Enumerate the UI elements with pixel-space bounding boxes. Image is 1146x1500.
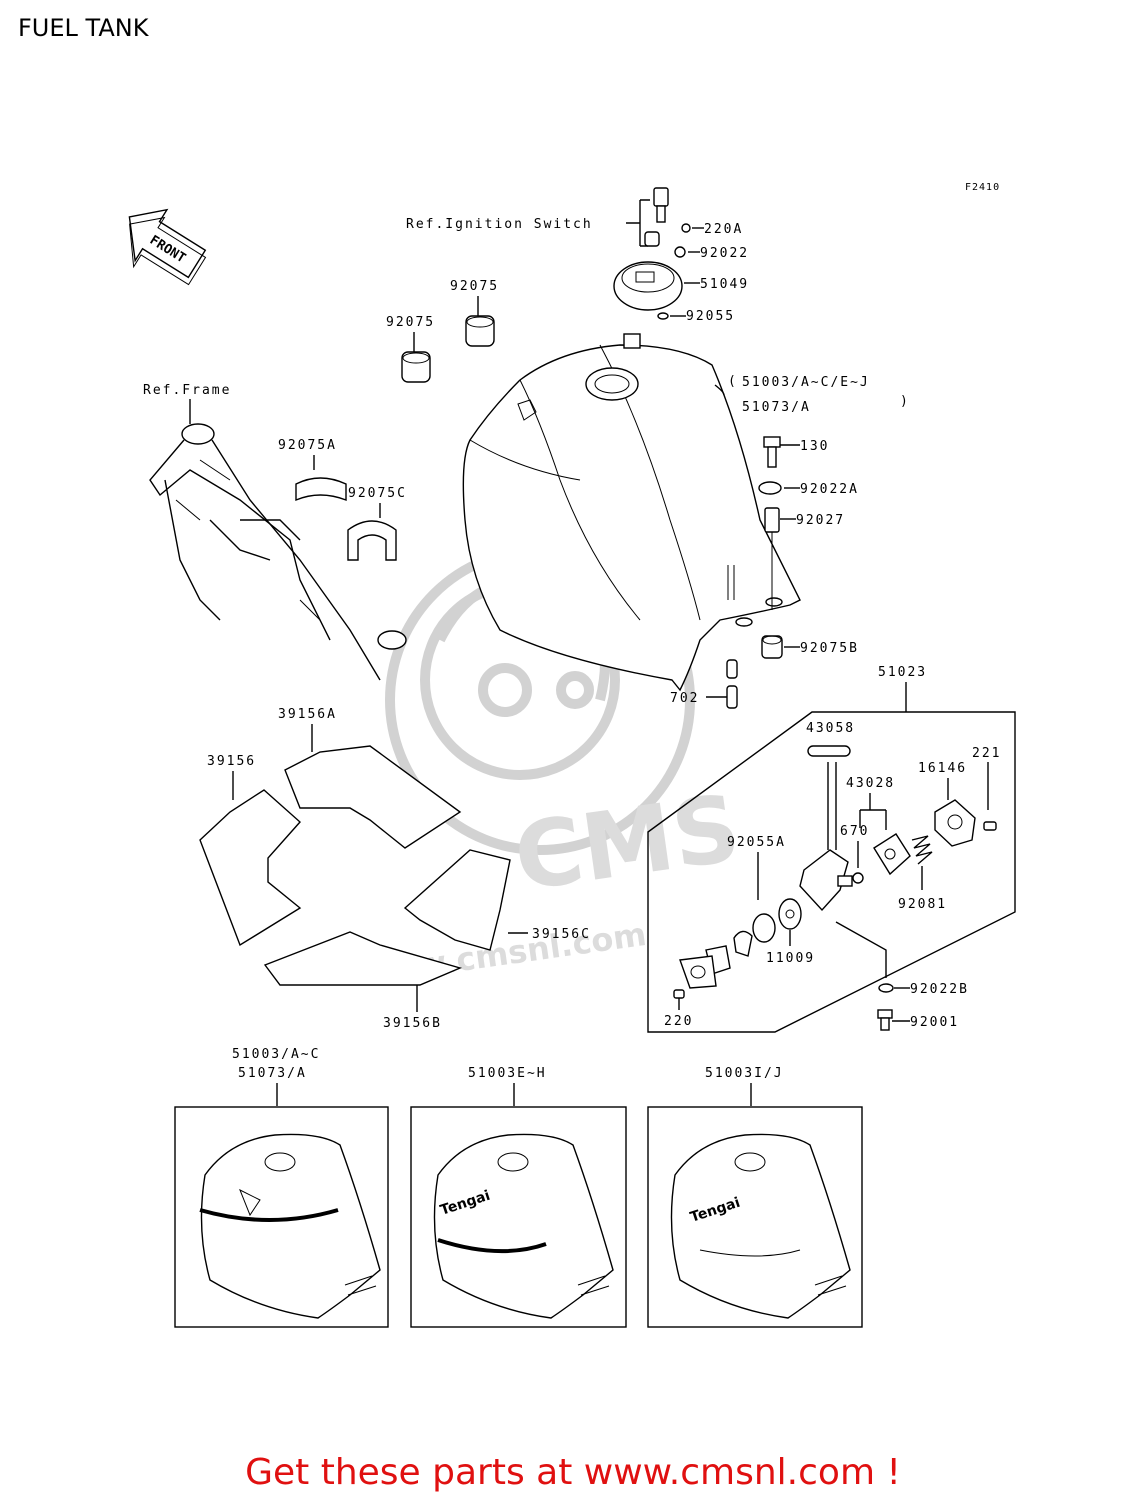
part-43028-diaphragm-icon [873,833,911,876]
part-92075A-rubber-icon [295,477,347,502]
part-label-51049: 51049 [700,277,749,292]
variant-2-line1: 51003E~H [468,1066,547,1081]
part-92055-icon [657,312,669,320]
figure-code: F2410 [965,182,1000,193]
tank-bracket-open: ( [728,374,738,389]
part-label-39156B: 39156B [383,1016,442,1031]
part-220-screw-icon [673,989,685,999]
part-51049-fuel-cap-icon [613,261,683,311]
part-label-92081: 92081 [898,897,947,912]
ignition-key-icon [644,187,669,247]
page-title: FUEL TANK [18,14,149,42]
variant-1-line1: 51003/A~C [232,1047,320,1062]
part-92081-spring-icon [911,835,933,865]
part-label-92075-a: 92075 [450,279,499,294]
frame-icon [149,423,407,681]
part-label-39156C: 39156C [532,927,591,942]
variant-panel-1: 51003/A~C 51073/A [174,1047,389,1328]
part-label-11009: 11009 [766,951,815,966]
part-label-16146: 16146 [918,761,967,776]
part-39156-sheet-icon [199,789,302,947]
part-43058-oring-icon [807,745,851,757]
part-92022B-washer-icon [878,983,894,993]
part-label-92075A: 92075A [278,438,337,453]
part-220A-icon [681,223,691,233]
part-label-702: 702 [670,691,699,706]
front-arrow: FRONT [128,208,207,286]
part-label-130: 130 [800,439,829,454]
variant-3-tank-icon: Tengai [670,1133,851,1319]
part-label-220: 220 [664,1014,693,1029]
part-92022-icon [674,246,686,258]
part-label-92001: 92001 [910,1015,959,1030]
part-label-51023: 51023 [878,665,927,680]
part-670-oring-icon [852,872,864,884]
part-label-92075-b: 92075 [386,315,435,330]
part-92075C-clamp-icon [347,520,397,561]
part-92022A-washer-icon [758,481,782,495]
part-92001-bolt-icon [877,1009,893,1031]
part-92055A-oring-icon [752,913,776,943]
fuel-cock-lever-icon [679,930,753,989]
variant-panel-2: 51003E~H Tengai [410,1066,627,1328]
tank-bracket-close: ) [900,394,910,409]
watermark-brand: CMS [508,774,746,911]
part-130-bolt-icon [763,436,781,468]
part-label-221: 221 [972,746,1001,761]
part-92075-grommet-icon-2 [401,351,431,383]
variant-1-tank-icon [199,1133,381,1319]
part-702-hose-icon [726,659,738,709]
part-label-tank-line1: 51003/A~C/E~J [742,375,870,390]
part-39156A-sheet-icon [284,745,462,849]
part-label-tank-line2: 51073/A [742,400,811,415]
fuel-cock-body-icon [799,762,853,912]
part-221-screw-icon [983,821,997,831]
part-92027-collar-icon [764,507,780,533]
part-39156C-sheet-icon [403,849,511,951]
ref-ignition-switch: Ref.Ignition Switch [406,217,593,232]
part-label-43058: 43058 [806,721,855,736]
variant-1-line2: 51073/A [238,1066,307,1081]
part-label-220A: 220A [704,222,743,237]
part-label-43028: 43028 [846,776,895,791]
part-label-39156: 39156 [207,754,256,769]
part-92075-grommet-icon [465,315,495,347]
part-label-39156A: 39156A [278,707,337,722]
ref-frame: Ref.Frame [143,383,231,398]
part-label-92075C: 92075C [348,486,407,501]
fuel-tank-icon [462,333,801,692]
part-label-92055: 92055 [686,309,735,324]
variant-panel-3: 51003I/J Tengai [647,1066,863,1328]
variant-2-tank-icon: Tengai [433,1133,614,1319]
part-label-92022: 92022 [700,246,749,261]
part-16146-cover-icon [934,799,976,847]
part-92075B-damper-icon [761,635,783,659]
part-label-92022A: 92022A [800,482,859,497]
part-label-92027: 92027 [796,513,845,528]
part-label-92022B: 92022B [910,982,969,997]
part-label-92055A: 92055A [727,835,786,850]
variant-3-line1: 51003I/J [705,1066,784,1081]
footer-promo-link[interactable]: Get these parts at www.cmsnl.com ! [245,1452,901,1493]
part-label-670: 670 [840,824,869,839]
part-label-92075B: 92075B [800,641,859,656]
part-11009-gasket-icon [778,898,802,930]
part-39156B-sheet-icon [263,931,463,986]
